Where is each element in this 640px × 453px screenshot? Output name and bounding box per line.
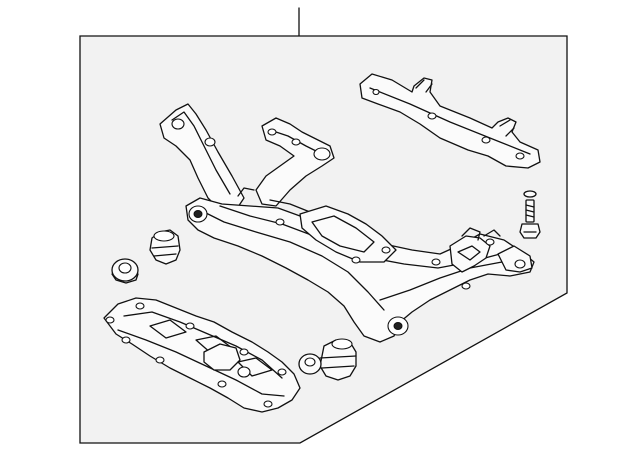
rear-cushion-ring [298,353,322,375]
cradle-cushion-upper [149,229,181,265]
rear-cushion-boot [319,338,357,381]
crossmember-bolt [519,190,541,239]
underbody-shield-plate [103,297,301,413]
engine-cradle [159,103,535,343]
cradle-cushion-ring [111,258,139,284]
front-crossmember [359,73,541,169]
